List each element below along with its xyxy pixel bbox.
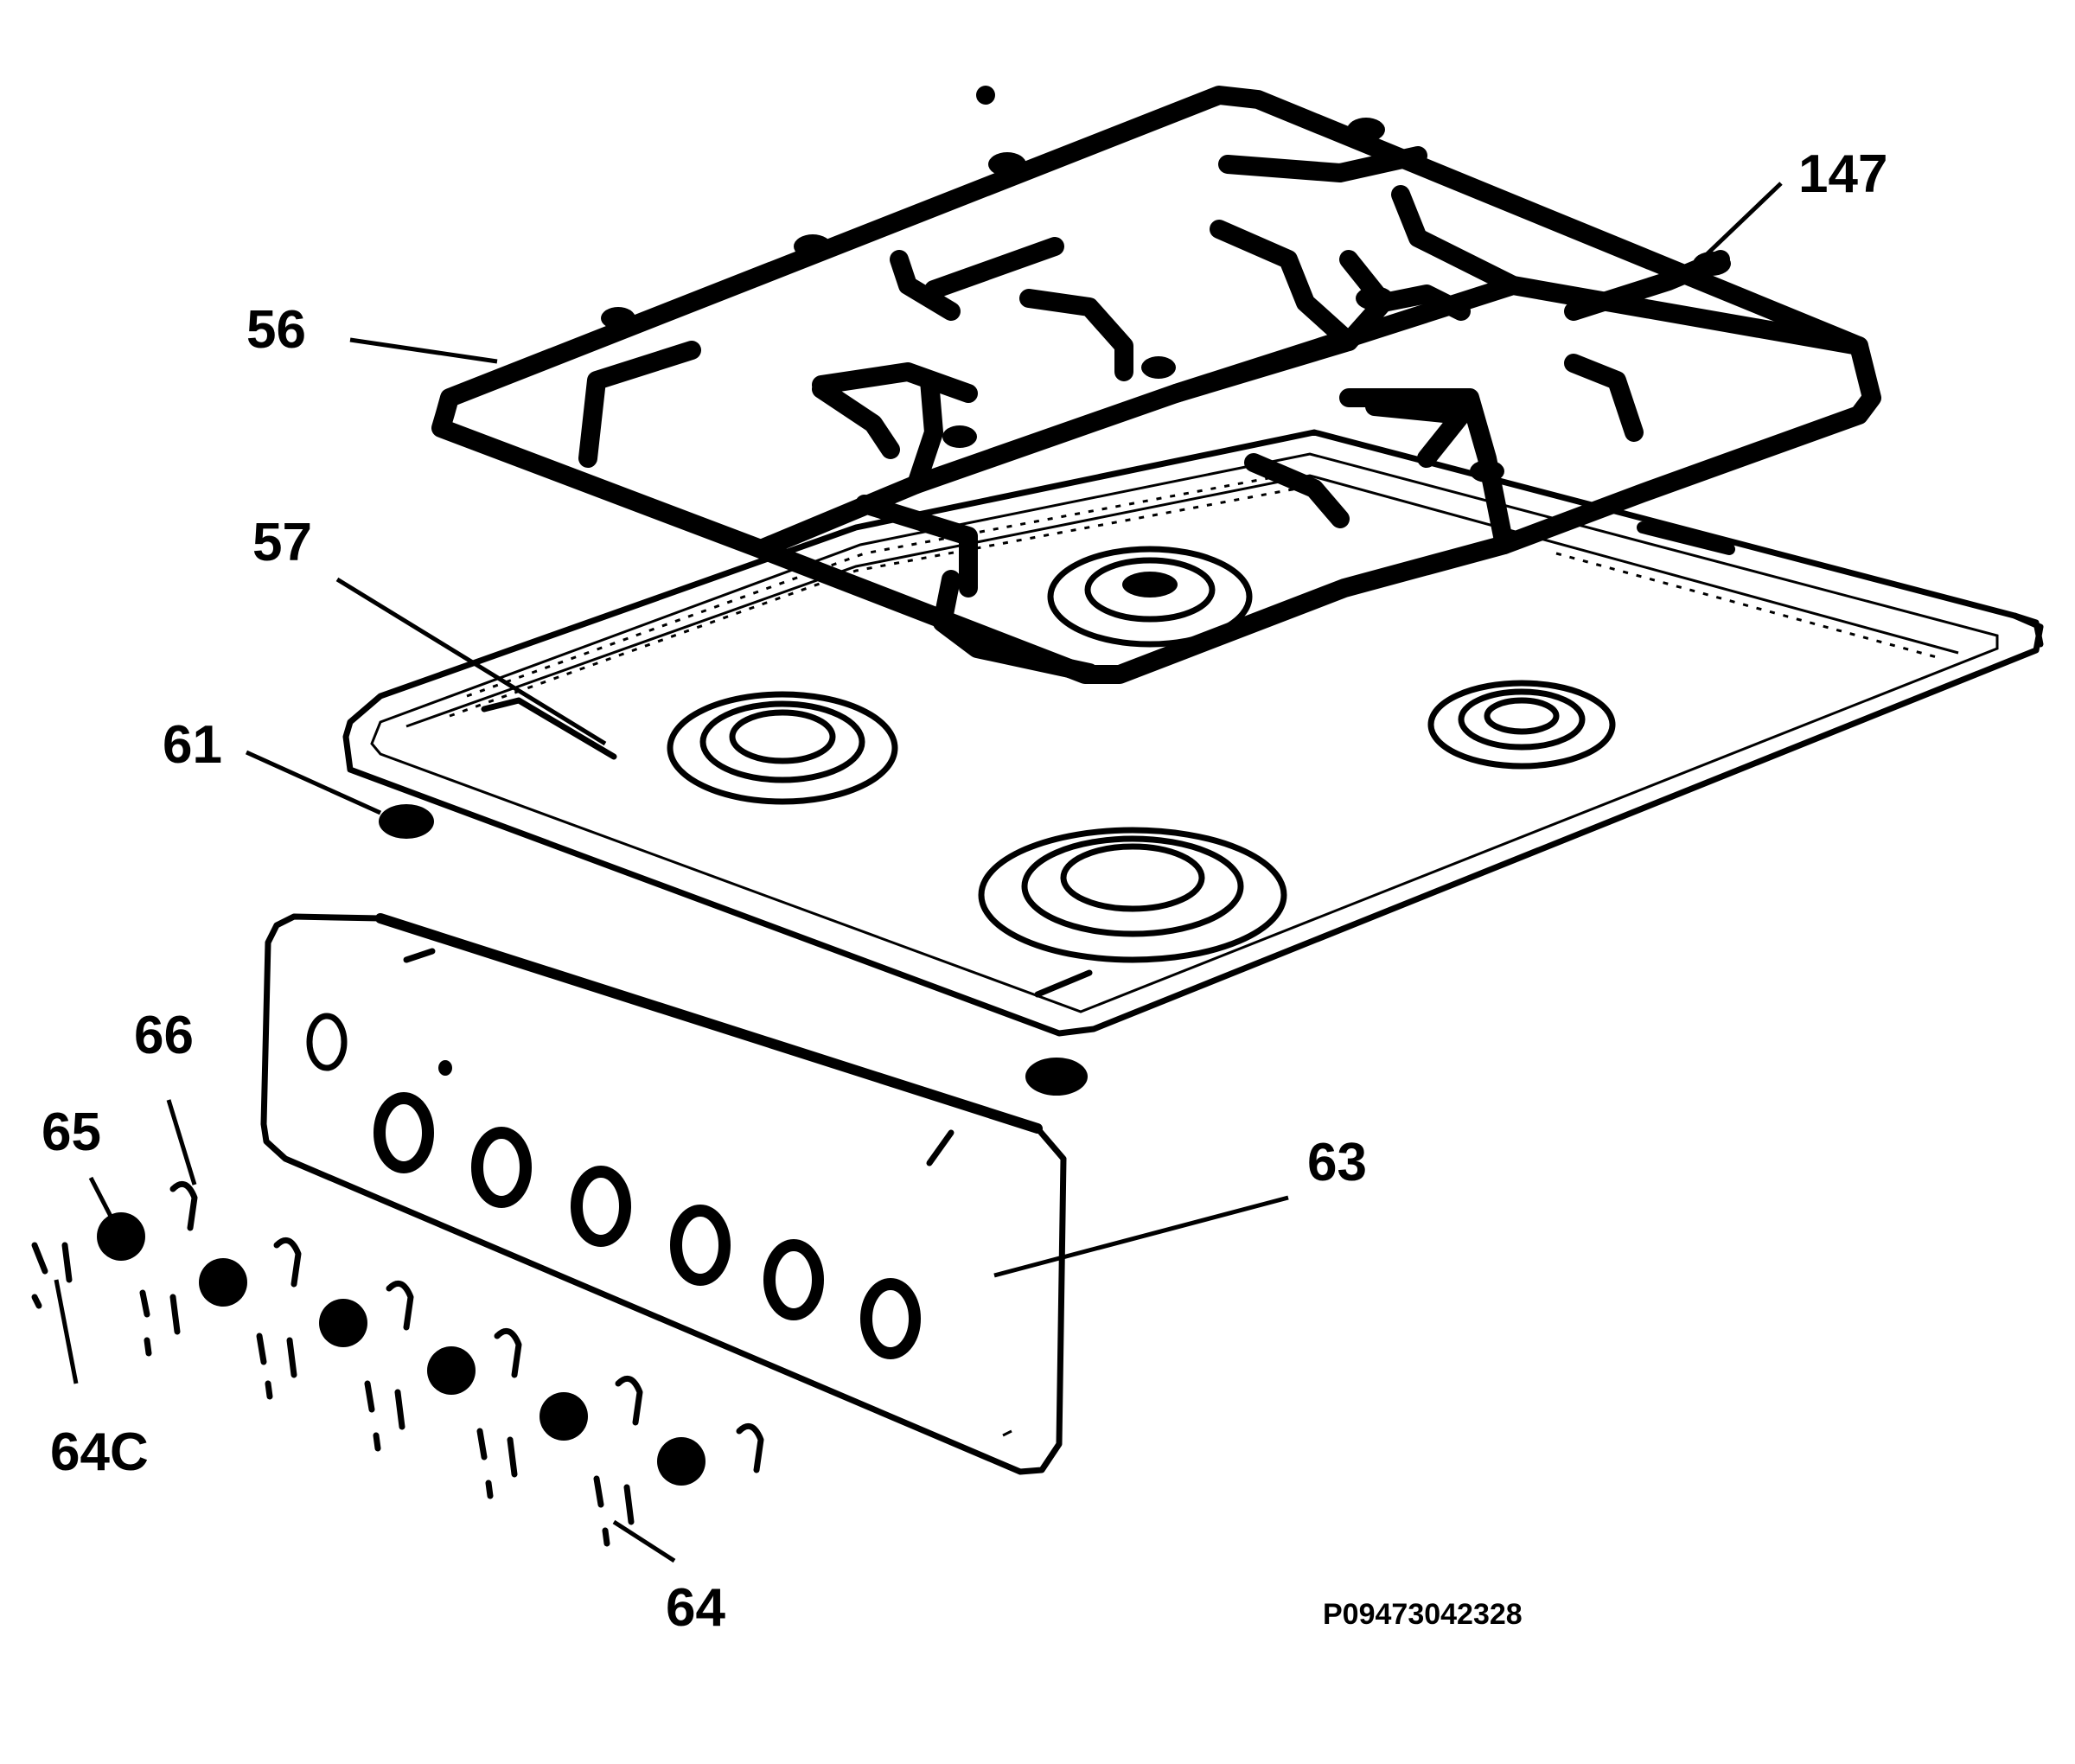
- label-63: 63: [1307, 1133, 1367, 1192]
- label-57: 57: [252, 513, 312, 572]
- hob-top-panel: [342, 429, 2044, 1037]
- control-panel: [260, 913, 1067, 1475]
- knob-set: [31, 1180, 764, 1547]
- drawing-code: P09473042328: [1323, 1598, 1523, 1631]
- rubber-foot-front: [1025, 1058, 1088, 1096]
- label-56: 56: [246, 300, 306, 360]
- leader-63: [993, 1195, 1289, 1278]
- leader-147: [1702, 182, 1783, 259]
- leader-64: [612, 1519, 676, 1563]
- label-147: 147: [1798, 144, 1887, 204]
- control-knob-holes: [374, 1092, 921, 1359]
- leader-56: [349, 337, 498, 364]
- leader-65: [88, 1176, 119, 1230]
- burner-rear: [1047, 546, 1253, 648]
- knob-cap-4: [427, 1346, 476, 1395]
- knob-cap-3: [319, 1299, 367, 1347]
- pan-support-grate: [431, 86, 1881, 684]
- burner-front-center: [978, 827, 1287, 963]
- leader-66: [166, 1099, 197, 1186]
- label-61: 61: [163, 715, 222, 775]
- leader-61: [245, 750, 382, 815]
- leader-64C: [54, 1279, 79, 1384]
- burner-right: [1427, 680, 1616, 770]
- burner-front-left: [667, 691, 898, 805]
- knob-cap-6: [657, 1437, 706, 1486]
- label-65: 65: [42, 1102, 101, 1162]
- label-64C: 64C: [50, 1422, 149, 1482]
- rubber-foot-left: [379, 804, 434, 839]
- knob-cap-5: [540, 1392, 588, 1441]
- label-66: 66: [134, 1006, 194, 1065]
- knob-cap-2: [199, 1258, 247, 1307]
- leader-lines: [54, 182, 1783, 1563]
- knob-cap-1: [97, 1212, 145, 1261]
- leader-57: [335, 577, 607, 746]
- label-64: 64: [666, 1578, 725, 1638]
